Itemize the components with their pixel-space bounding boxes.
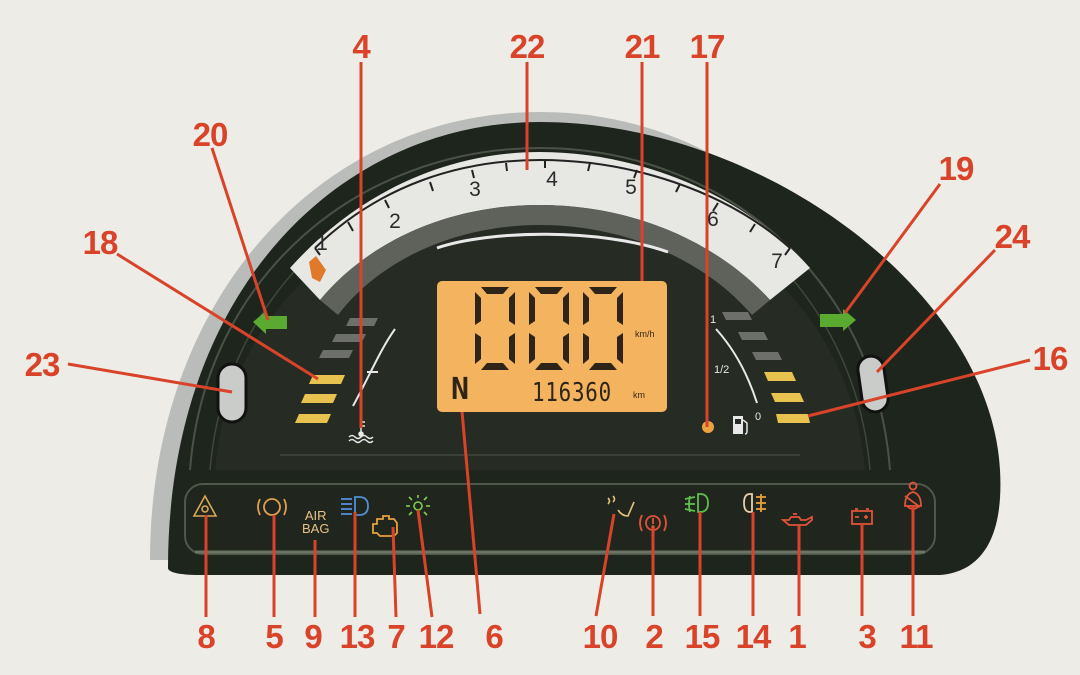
callout-4: 4 (352, 28, 370, 65)
lcd-display: km/h N 116360 km (437, 281, 667, 412)
tacho-needle-rest (309, 256, 326, 282)
tacho-label-5: 5 (625, 176, 637, 199)
callout-9: 9 (304, 618, 322, 655)
fuel-label-empty: 0 (755, 411, 762, 423)
odometer-unit: km (633, 390, 645, 400)
callout-3: 3 (858, 618, 876, 655)
fuel-label-full: 1 (710, 314, 717, 326)
callout-20: 20 (192, 116, 229, 153)
callout-18: 18 (82, 224, 119, 261)
tacho-label-4: 4 (546, 168, 558, 191)
callout-19: 19 (938, 150, 975, 187)
airbag-text-line1: AIR (304, 508, 327, 523)
temperature-gauge-bars (295, 318, 378, 423)
gear-indicator: N (451, 372, 470, 407)
callout-15: 15 (684, 618, 721, 655)
speed-digits (475, 287, 623, 370)
callout-10: 10 (582, 618, 619, 655)
tachometer-scale (290, 152, 810, 300)
callout-7: 7 (387, 618, 405, 655)
sidelights-icon (406, 495, 430, 516)
tacho-label-2: 2 (389, 210, 401, 233)
callout-12: 12 (418, 618, 455, 655)
callout-2: 2 (645, 618, 663, 655)
callout-22: 22 (509, 28, 546, 65)
tacho-label-1: 1 (316, 232, 328, 255)
fuel-label-half: 1/2 (714, 364, 730, 376)
callout-21: 21 (624, 28, 661, 65)
high-beam-icon (341, 496, 369, 516)
callout-23: 23 (24, 346, 61, 383)
callout-5: 5 (265, 618, 283, 655)
rear-fog-lamp-icon (743, 493, 766, 513)
warning-light-strip (184, 483, 936, 555)
callout-11: 11 (899, 618, 934, 655)
tacho-label-3: 3 (469, 178, 481, 201)
airbag-icon: AIR BAG (302, 509, 329, 535)
callout-1: 1 (788, 618, 806, 655)
callout-8: 8 (197, 618, 215, 655)
left-control-button (216, 362, 248, 424)
airbag-text-line2: BAG (302, 521, 330, 536)
callout-6: 6 (485, 618, 503, 655)
callout-13: 13 (339, 618, 376, 655)
callout-16: 16 (1032, 340, 1069, 377)
speed-unit: km/h (635, 329, 655, 339)
front-fog-lamp-icon (684, 493, 709, 513)
oil-pressure-icon (780, 513, 813, 526)
seat-heating-icon (607, 495, 635, 517)
fuel-gauge-bars (722, 312, 810, 423)
odometer: 116360 (532, 378, 612, 408)
callout-17: 17 (689, 28, 726, 65)
callout-24: 24 (994, 218, 1031, 255)
tacho-label-7: 7 (771, 250, 783, 273)
callout-lines (67, 62, 1031, 618)
esp-traction-icon (257, 498, 287, 516)
engine-check-icon (372, 515, 398, 537)
left-turn-arrow-icon (253, 311, 287, 334)
fuel-pump-icon (733, 416, 748, 435)
callout-14: 14 (735, 618, 772, 655)
right-turn-arrow-icon (820, 309, 856, 331)
tacho-label-6: 6 (707, 208, 719, 231)
